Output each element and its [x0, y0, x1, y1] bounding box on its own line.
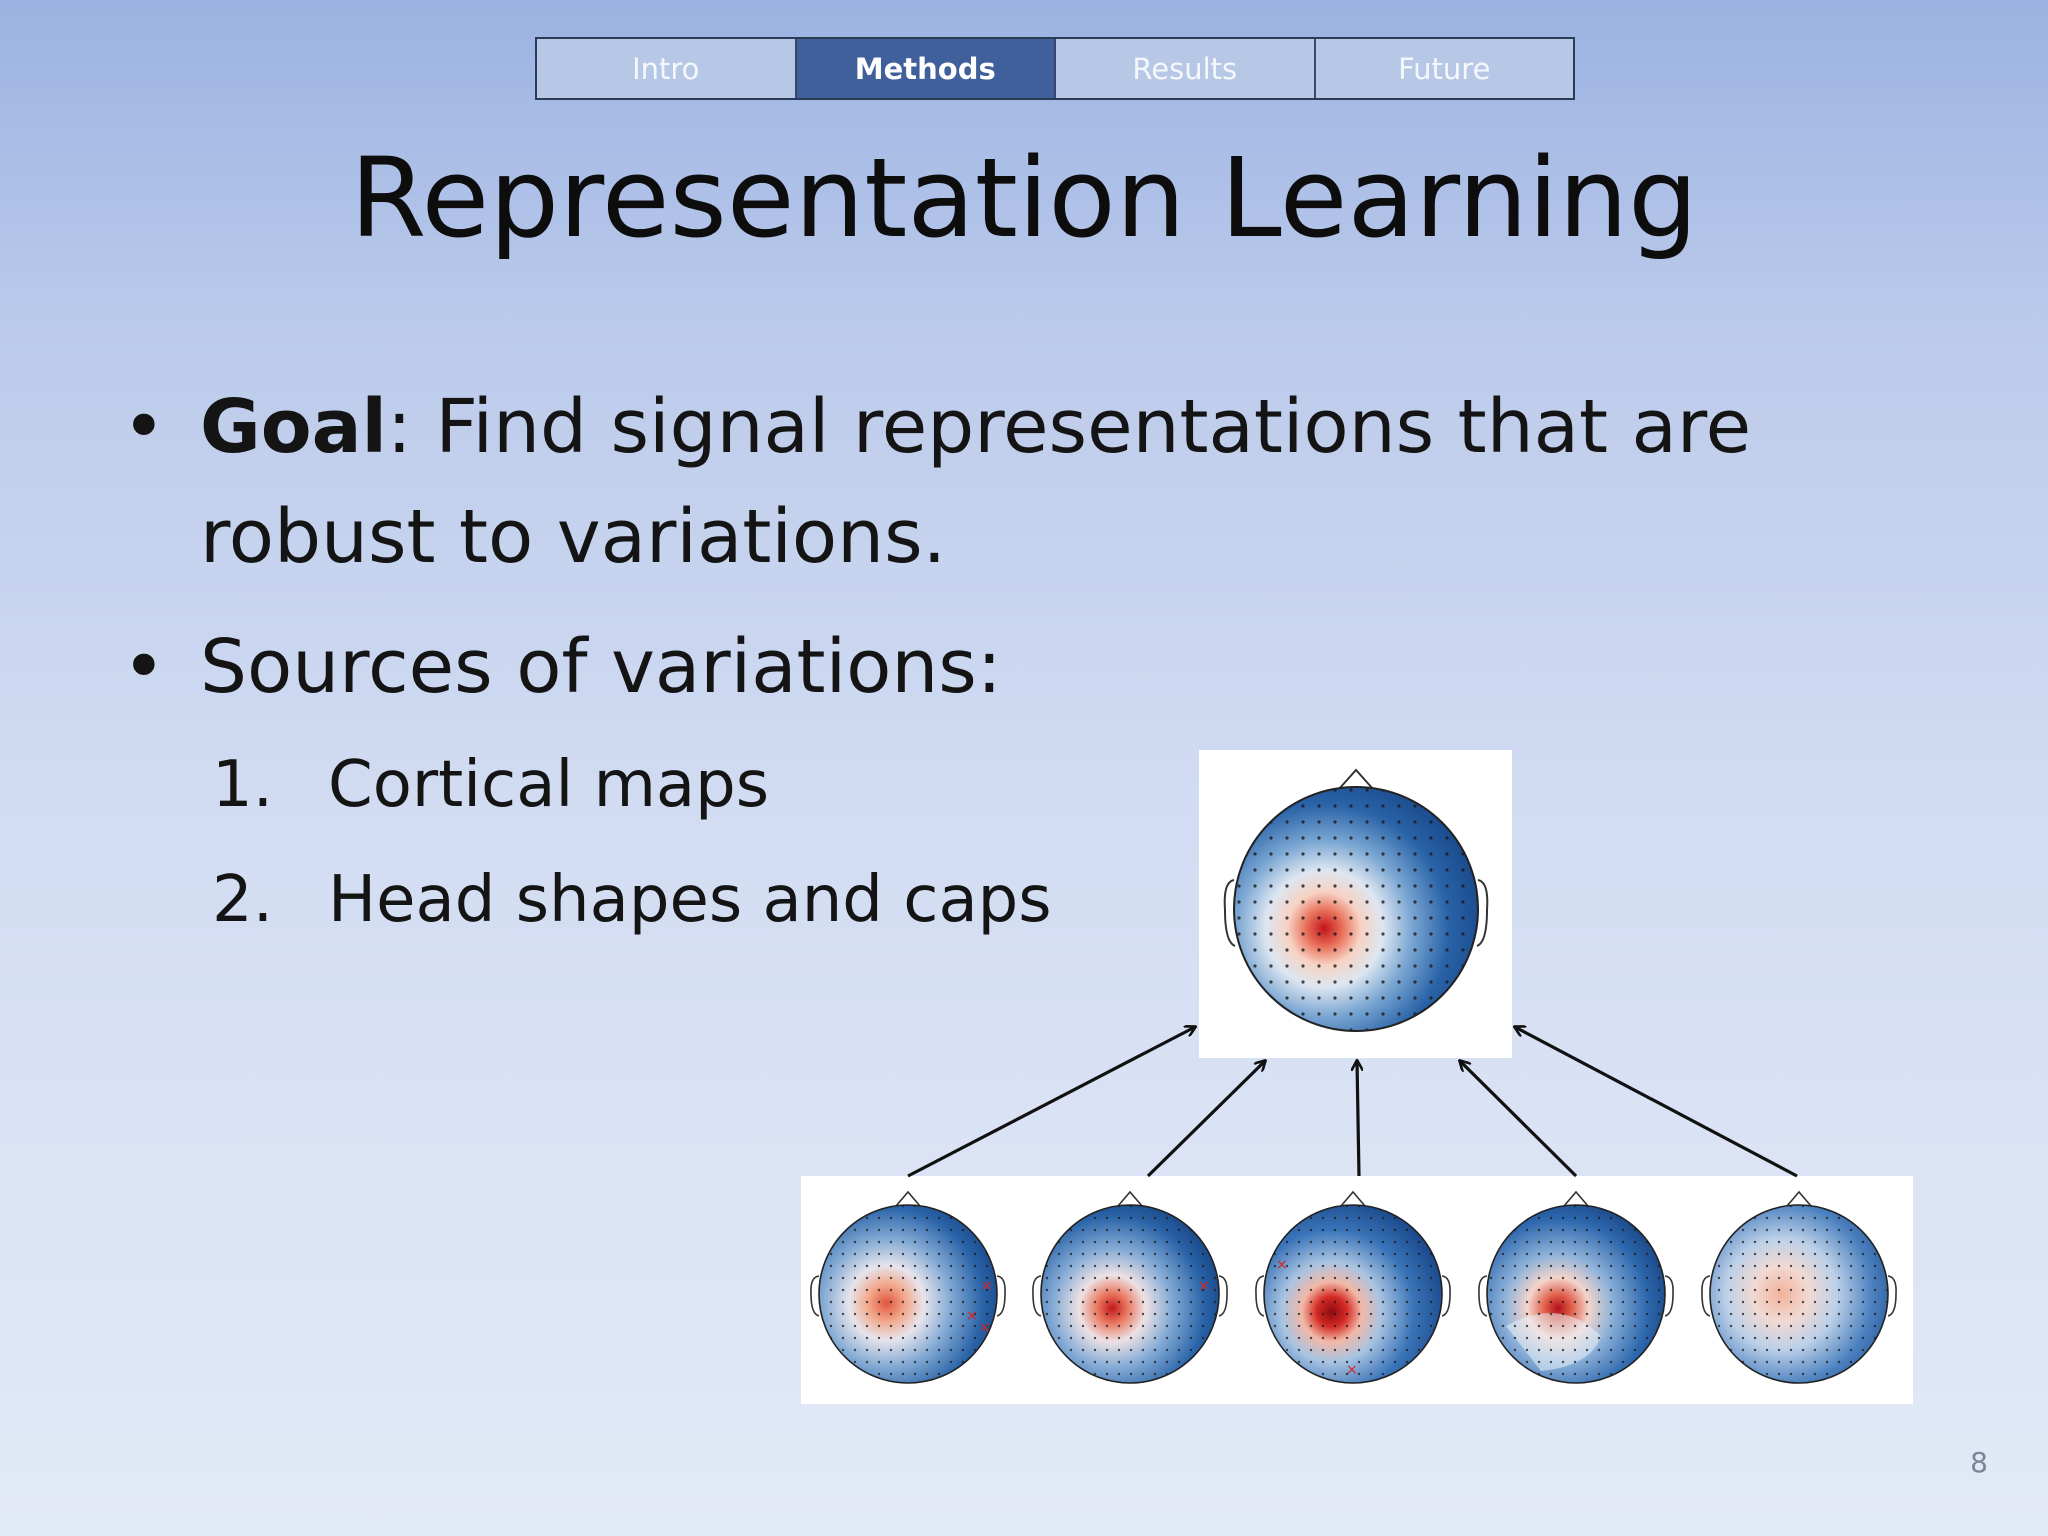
- section-nav: Intro Methods Results Future: [535, 37, 1575, 100]
- tab-results[interactable]: Results: [1056, 39, 1316, 98]
- svg-text:×: ×: [1198, 1278, 1210, 1294]
- individual-topomaps-image: × × × × × ×: [801, 1176, 1913, 1404]
- svg-text:×: ×: [981, 1278, 993, 1294]
- combined-topomap-image: [1199, 750, 1512, 1058]
- list-number: 2.: [212, 863, 274, 937]
- bullet-sources: • Sources of variations:: [122, 612, 1400, 722]
- svg-text:×: ×: [979, 1320, 991, 1336]
- head-topomaps-row-icon: × × × × × ×: [810, 1190, 1897, 1384]
- tab-methods[interactable]: Methods: [796, 39, 1056, 98]
- svg-text:×: ×: [1346, 1362, 1358, 1378]
- svg-text:×: ×: [966, 1308, 978, 1324]
- bullet-dot: •: [122, 624, 166, 710]
- head-map-5: [1701, 1190, 1897, 1384]
- arrow-1: [907, 1027, 1195, 1178]
- arrow-3: [1357, 1061, 1359, 1177]
- head-map-2: ×: [1032, 1190, 1228, 1384]
- svg-text:×: ×: [1276, 1257, 1288, 1273]
- tab-intro[interactable]: Intro: [537, 39, 797, 98]
- goal-text: : Find signal representations that are r…: [200, 384, 1752, 580]
- list-item-head-shapes: 2. Head shapes and caps: [212, 855, 1052, 945]
- head-topomap-icon: [1223, 768, 1489, 1032]
- arrow-4: [1460, 1061, 1578, 1178]
- list-label: Head shapes and caps: [328, 863, 1052, 937]
- head-map-3: × ×: [1255, 1190, 1451, 1384]
- tab-future[interactable]: Future: [1315, 39, 1573, 98]
- bullet-dot: •: [122, 384, 166, 470]
- arrow-2: [1146, 1061, 1265, 1178]
- page-number: 8: [1970, 1446, 1988, 1479]
- list-number: 1.: [212, 748, 274, 822]
- list-label: Cortical maps: [328, 748, 770, 822]
- list-item-cortical-maps: 1. Cortical maps: [212, 740, 769, 830]
- goal-label: Goal: [200, 384, 387, 470]
- head-map-4: [1478, 1190, 1674, 1384]
- sources-text: Sources of variations:: [200, 624, 1002, 710]
- head-map-1: × × ×: [810, 1190, 1006, 1384]
- bullet-goal: • Goal: Find signal representations that…: [122, 372, 1820, 592]
- arrow-5: [1515, 1027, 1798, 1178]
- slide-title: Representation Learning: [350, 134, 1698, 262]
